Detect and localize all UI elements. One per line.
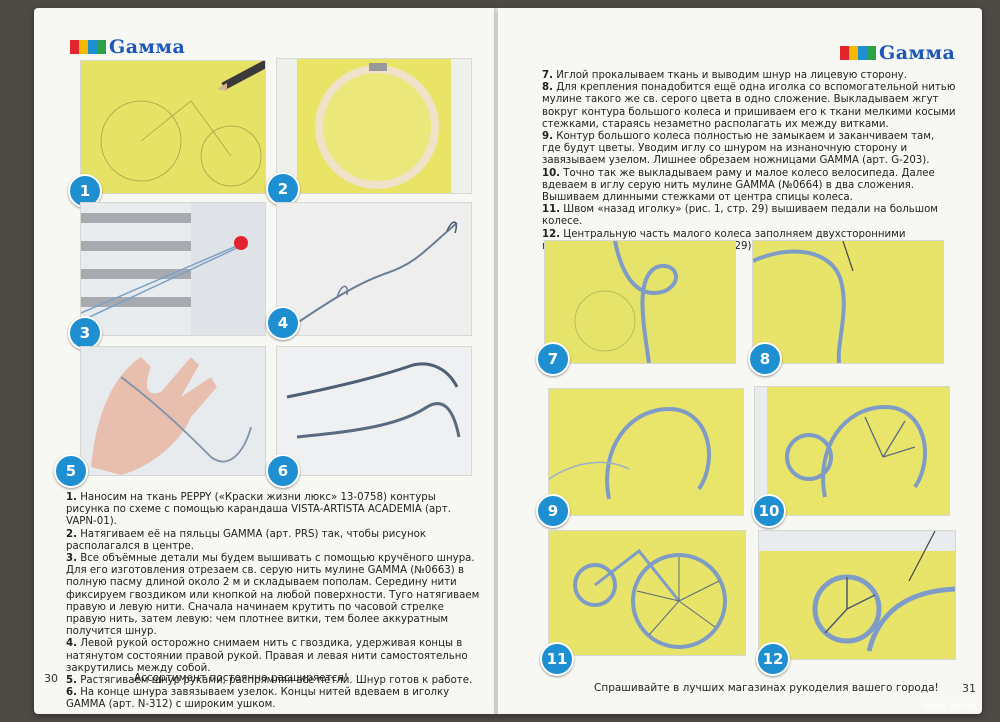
right-page: Gамма 7. Иглой прокалываем ткань и вывод…	[498, 8, 982, 714]
step-photo-2	[276, 58, 472, 194]
step-photo-5	[80, 346, 266, 476]
step-photo-11	[548, 530, 746, 656]
right-instructions: 7. Иглой прокалываем ткань и выводим шну…	[542, 70, 956, 253]
step-badge-4: 4	[266, 306, 300, 340]
gamma-logo: Gамма	[70, 36, 185, 58]
page-number-right: 31	[962, 682, 976, 695]
gamma-logo-mark-icon	[70, 40, 106, 54]
footer-left: Ассортимент постоянно расширяется!	[134, 672, 349, 684]
step-text-11: 11. Швом «назад иголку» (рис. 1, стр. 29…	[542, 204, 938, 228]
step-badge-11: 11	[540, 642, 574, 676]
step-text-5: 5. Растягиваем шнур руками, распрямляя в…	[66, 675, 473, 687]
step-badge-5: 5	[54, 454, 88, 488]
step-photo-10	[754, 386, 950, 516]
step-photo-8	[752, 240, 944, 364]
step-text-7: 7. Иглой прокалываем ткань и выводим шну…	[542, 70, 907, 81]
step-badge-7: 7	[536, 342, 570, 376]
step-text-8: 8. Для крепления понадобится ещё одна иг…	[542, 82, 956, 130]
step-text-1: 1. Наносим на ткань PEPPY («Краски жизни…	[66, 492, 451, 528]
step-text-2: 2. Натягиваем её на пяльцы GAMMA (арт. P…	[66, 528, 426, 552]
gamma-logo-mark-icon	[840, 46, 876, 60]
page-number-left: 30	[44, 672, 58, 685]
left-instructions: 1. Наносим на ткань PEPPY («Краски жизни…	[66, 492, 480, 712]
step-text-10: 10. Точно так же выкладываем раму и мало…	[542, 167, 935, 204]
step-text-9: 9. Контур большого колеса полностью не з…	[542, 131, 935, 167]
step-text-4: 4. Левой рукой осторожно снимаем нить с …	[66, 638, 468, 674]
step-badge-12: 12	[756, 642, 790, 676]
gamma-logo-text: Gамма	[879, 42, 956, 64]
step-badge-8: 8	[748, 342, 782, 376]
step-text-3: 3. Все объёмные детали мы будем вышивать…	[66, 553, 480, 638]
gamma-logo: Gамма	[840, 42, 955, 64]
step-text-6: 6. На конце шнура завязываем узелок. Кон…	[66, 687, 450, 711]
step-photo-6	[276, 346, 472, 476]
gamma-logo-text: Gамма	[109, 36, 186, 58]
step-badge-2: 2	[266, 172, 300, 206]
step-photo-1	[80, 60, 266, 194]
step-badge-10: 10	[752, 494, 786, 528]
watermark: www.ay.by	[922, 701, 976, 712]
step-photo-9	[548, 388, 744, 516]
step-photo-3	[80, 202, 266, 336]
step-photo-4	[276, 202, 472, 336]
step-badge-3: 3	[68, 316, 102, 350]
step-photo-12	[758, 530, 956, 660]
footer-right: Спрашивайте в лучших магазинах рукоделия…	[594, 682, 939, 694]
left-page: Gамма 1 2	[34, 8, 496, 714]
step-photo-7	[544, 240, 736, 364]
step-badge-6: 6	[266, 454, 300, 488]
step-badge-9: 9	[536, 494, 570, 528]
